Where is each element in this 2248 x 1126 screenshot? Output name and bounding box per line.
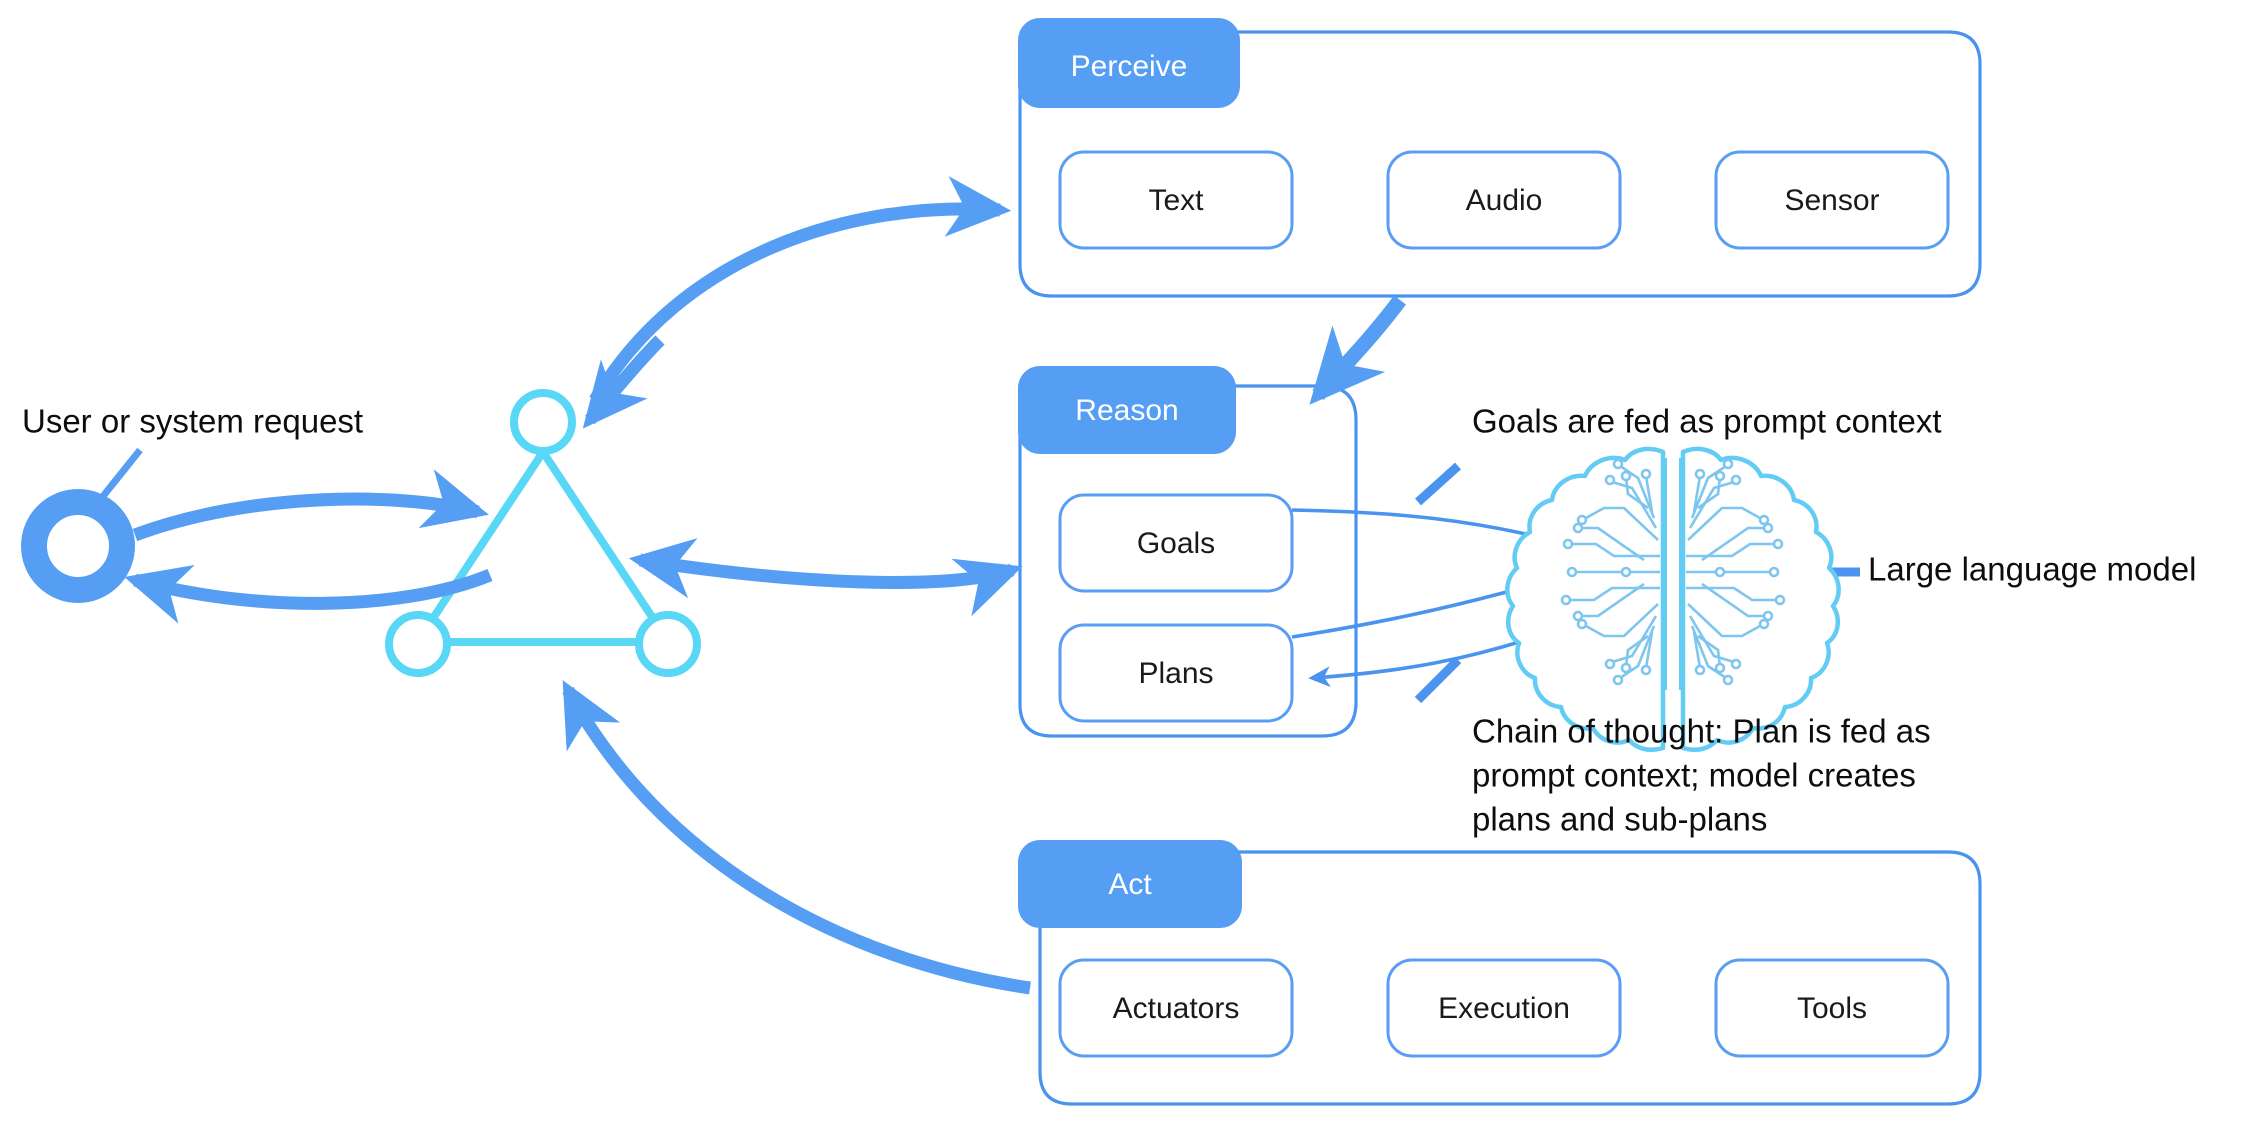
reason-stage-pill[interactable]	[1018, 366, 1236, 454]
entry-leader-line	[93, 447, 143, 508]
arrow-agent-to-perceive	[589, 176, 1012, 404]
perceive-stage-pill[interactable]	[1018, 18, 1240, 108]
chip-act-1[interactable]	[1386, 958, 1622, 1058]
chip-act-2[interactable]	[1714, 958, 1950, 1058]
chip-label-goals: Goals	[1137, 527, 1215, 560]
chip-perceive-1[interactable]	[1386, 150, 1622, 250]
annotation-goals-context-line-0: Goals are fed as prompt context	[1472, 403, 1942, 440]
chip-label-execution: Execution	[1438, 992, 1570, 1025]
stage-container-act[interactable]	[1018, 840, 1982, 1106]
annotation-chain-of-thought-line-2: plans and sub-plans	[1472, 801, 1767, 838]
callout-tick-chain-of-thought	[1414, 656, 1462, 704]
stage-container-reason[interactable]	[1018, 366, 1358, 738]
annotation-chain-of-thought-line-0: Chain of thought: Plan is fed as	[1472, 713, 1931, 750]
chip-perceive-2[interactable]	[1714, 150, 1950, 250]
arrow-act-to-agent	[562, 680, 1031, 995]
llm-label: Large language model	[1868, 551, 2196, 588]
ring-donut-icon	[21, 447, 143, 603]
annotation-chain-of-thought-line-1: prompt context; model creates	[1472, 757, 1916, 794]
callout-tick-goals	[1414, 462, 1462, 506]
arrow-perceive-to-reason	[1309, 295, 1406, 405]
arrow-request-to-agent	[132, 469, 489, 542]
arrow-agent-reason-bidirectional	[628, 538, 1023, 617]
act-stage-pill[interactable]	[1018, 840, 1242, 928]
chip-label-audio: Audio	[1466, 184, 1543, 217]
chip-reason-0[interactable]	[1058, 493, 1294, 593]
chip-reason-1[interactable]	[1058, 623, 1294, 723]
stage-label-reason: Reason	[1075, 394, 1178, 427]
chip-label-plans: Plans	[1138, 657, 1213, 690]
entry-label: User or system request	[22, 403, 363, 440]
stage-container-perceive[interactable]	[1018, 18, 1982, 298]
triangle-node-top	[510, 389, 576, 455]
arrow-perceive-to-agent	[582, 335, 665, 429]
stage-label-perceive: Perceive	[1071, 50, 1188, 83]
brain-circuit-icon	[1505, 446, 1841, 752]
triangle-node-bottom-left	[385, 611, 451, 677]
arrow-agent-to-request	[124, 565, 493, 624]
triangle-node-bottom-right	[635, 611, 701, 677]
chip-perceive-0[interactable]	[1058, 150, 1294, 250]
chip-label-sensor: Sensor	[1784, 184, 1879, 217]
arrow-goals-to-llm	[1291, 508, 1556, 546]
chip-act-0[interactable]	[1058, 958, 1294, 1058]
stage-label-act: Act	[1108, 868, 1152, 901]
chip-label-tools: Tools	[1797, 992, 1867, 1025]
triangle-nodes-icon	[385, 389, 701, 677]
chip-label-text: Text	[1148, 184, 1204, 217]
chip-label-actuators: Actuators	[1113, 992, 1240, 1025]
